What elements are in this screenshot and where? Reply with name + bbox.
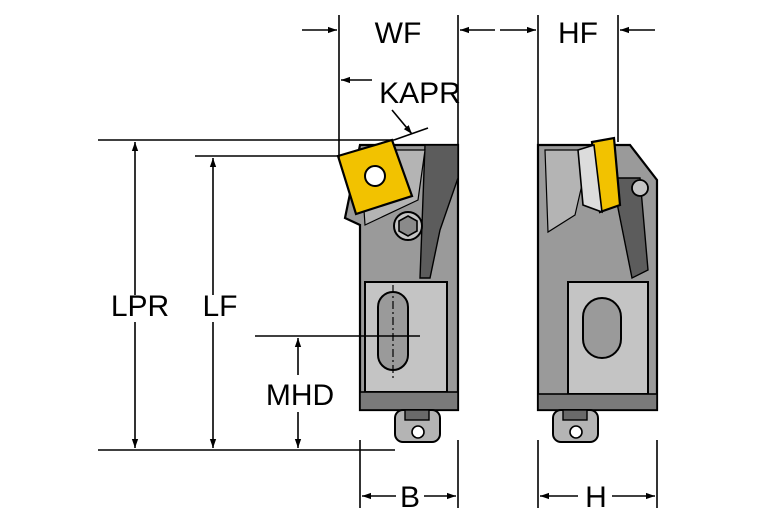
label-mhd: MHD (266, 379, 334, 412)
extension-lines (98, 15, 658, 508)
label-kapr: KAPR (379, 77, 461, 110)
side-pin-neck (562, 409, 588, 421)
side-pin-hole (569, 425, 583, 439)
label-b: B (400, 481, 420, 514)
label-lf: LF (202, 290, 237, 323)
label-wf: WF (375, 17, 422, 50)
label-hf: HF (558, 17, 598, 50)
front-pin-neck (404, 409, 430, 421)
clamp-screw-hex (398, 215, 418, 237)
side-bottom-band (537, 393, 658, 411)
side-insert-seat (577, 143, 603, 214)
front-view-holder (336, 138, 460, 443)
side-groove (611, 177, 649, 280)
front-pin-hole (411, 425, 425, 439)
side-slot (582, 297, 622, 359)
side-screw-icon (631, 179, 649, 197)
side-view-holder (536, 136, 659, 443)
dimension-lines (131, 26, 655, 500)
label-h: H (585, 481, 607, 514)
front-bottom-band (359, 391, 459, 411)
label-lpr: LPR (111, 290, 169, 323)
front-insert-hole (364, 165, 386, 187)
side-upper-shadow (544, 149, 591, 234)
